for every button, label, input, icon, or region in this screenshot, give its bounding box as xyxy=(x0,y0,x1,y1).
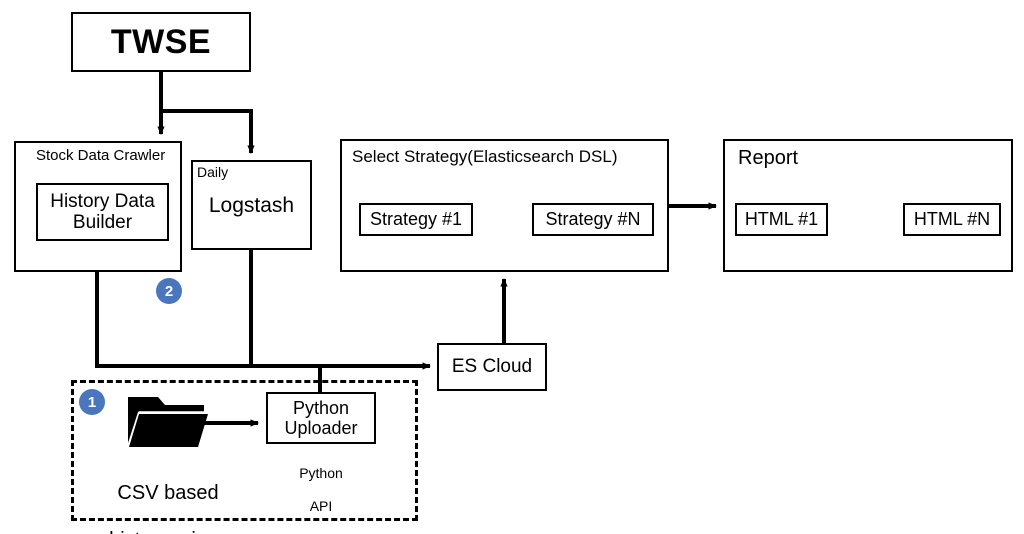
csv-caption-line2: history prices xyxy=(88,529,248,534)
strategy-1-label: Strategy #1 xyxy=(369,209,463,230)
es-cloud-label: ES Cloud xyxy=(451,356,533,377)
step-badge-1: 1 xyxy=(79,389,105,415)
node-html-1[interactable]: HTML #1 xyxy=(735,203,828,236)
history-data-builder-label-line1: History Data xyxy=(50,190,155,212)
python-api-caption-line2: API xyxy=(309,497,333,514)
stock-data-crawler-label: Stock Data Crawler xyxy=(36,147,166,164)
node-es-cloud[interactable]: ES Cloud xyxy=(437,343,547,391)
twse-label: TWSE xyxy=(110,22,212,61)
step-badge-2: 2 xyxy=(156,278,182,304)
history-data-builder-label-line2: Builder xyxy=(72,212,133,233)
select-strategy-label: Select Strategy(Elasticsearch DSL) xyxy=(352,147,618,166)
python-api-caption-line1: Python xyxy=(299,464,343,481)
node-python-uploader[interactable]: Python Uploader xyxy=(266,392,376,444)
python-uploader-label-line2: Uploader xyxy=(284,418,358,438)
python-uploader-label-line1: Python xyxy=(292,397,350,418)
node-strategy-n[interactable]: Strategy #N xyxy=(532,203,654,236)
csv-caption-line1: CSV based xyxy=(117,481,219,504)
csv-history-prices-caption: CSV based history prices xyxy=(88,458,248,534)
html-1-label: HTML #1 xyxy=(744,209,819,230)
connector-crawler-to-escloud xyxy=(95,272,431,370)
node-html-n[interactable]: HTML #N xyxy=(903,203,1001,236)
node-twse[interactable]: TWSE xyxy=(71,12,251,72)
strategy-n-label: Strategy #N xyxy=(545,209,641,230)
folder-icon xyxy=(128,397,208,447)
group-daily[interactable] xyxy=(191,160,312,250)
node-logstash-label: Logstash xyxy=(208,194,295,217)
node-strategy-1[interactable]: Strategy #1 xyxy=(359,203,473,236)
html-n-label: HTML #N xyxy=(913,209,991,230)
daily-label: Daily xyxy=(197,164,229,180)
group-csv-ingest[interactable] xyxy=(71,380,418,521)
python-api-caption: Python API xyxy=(266,448,376,531)
report-label: Report xyxy=(738,147,799,169)
node-history-data-builder[interactable]: History Data Builder xyxy=(36,183,169,241)
